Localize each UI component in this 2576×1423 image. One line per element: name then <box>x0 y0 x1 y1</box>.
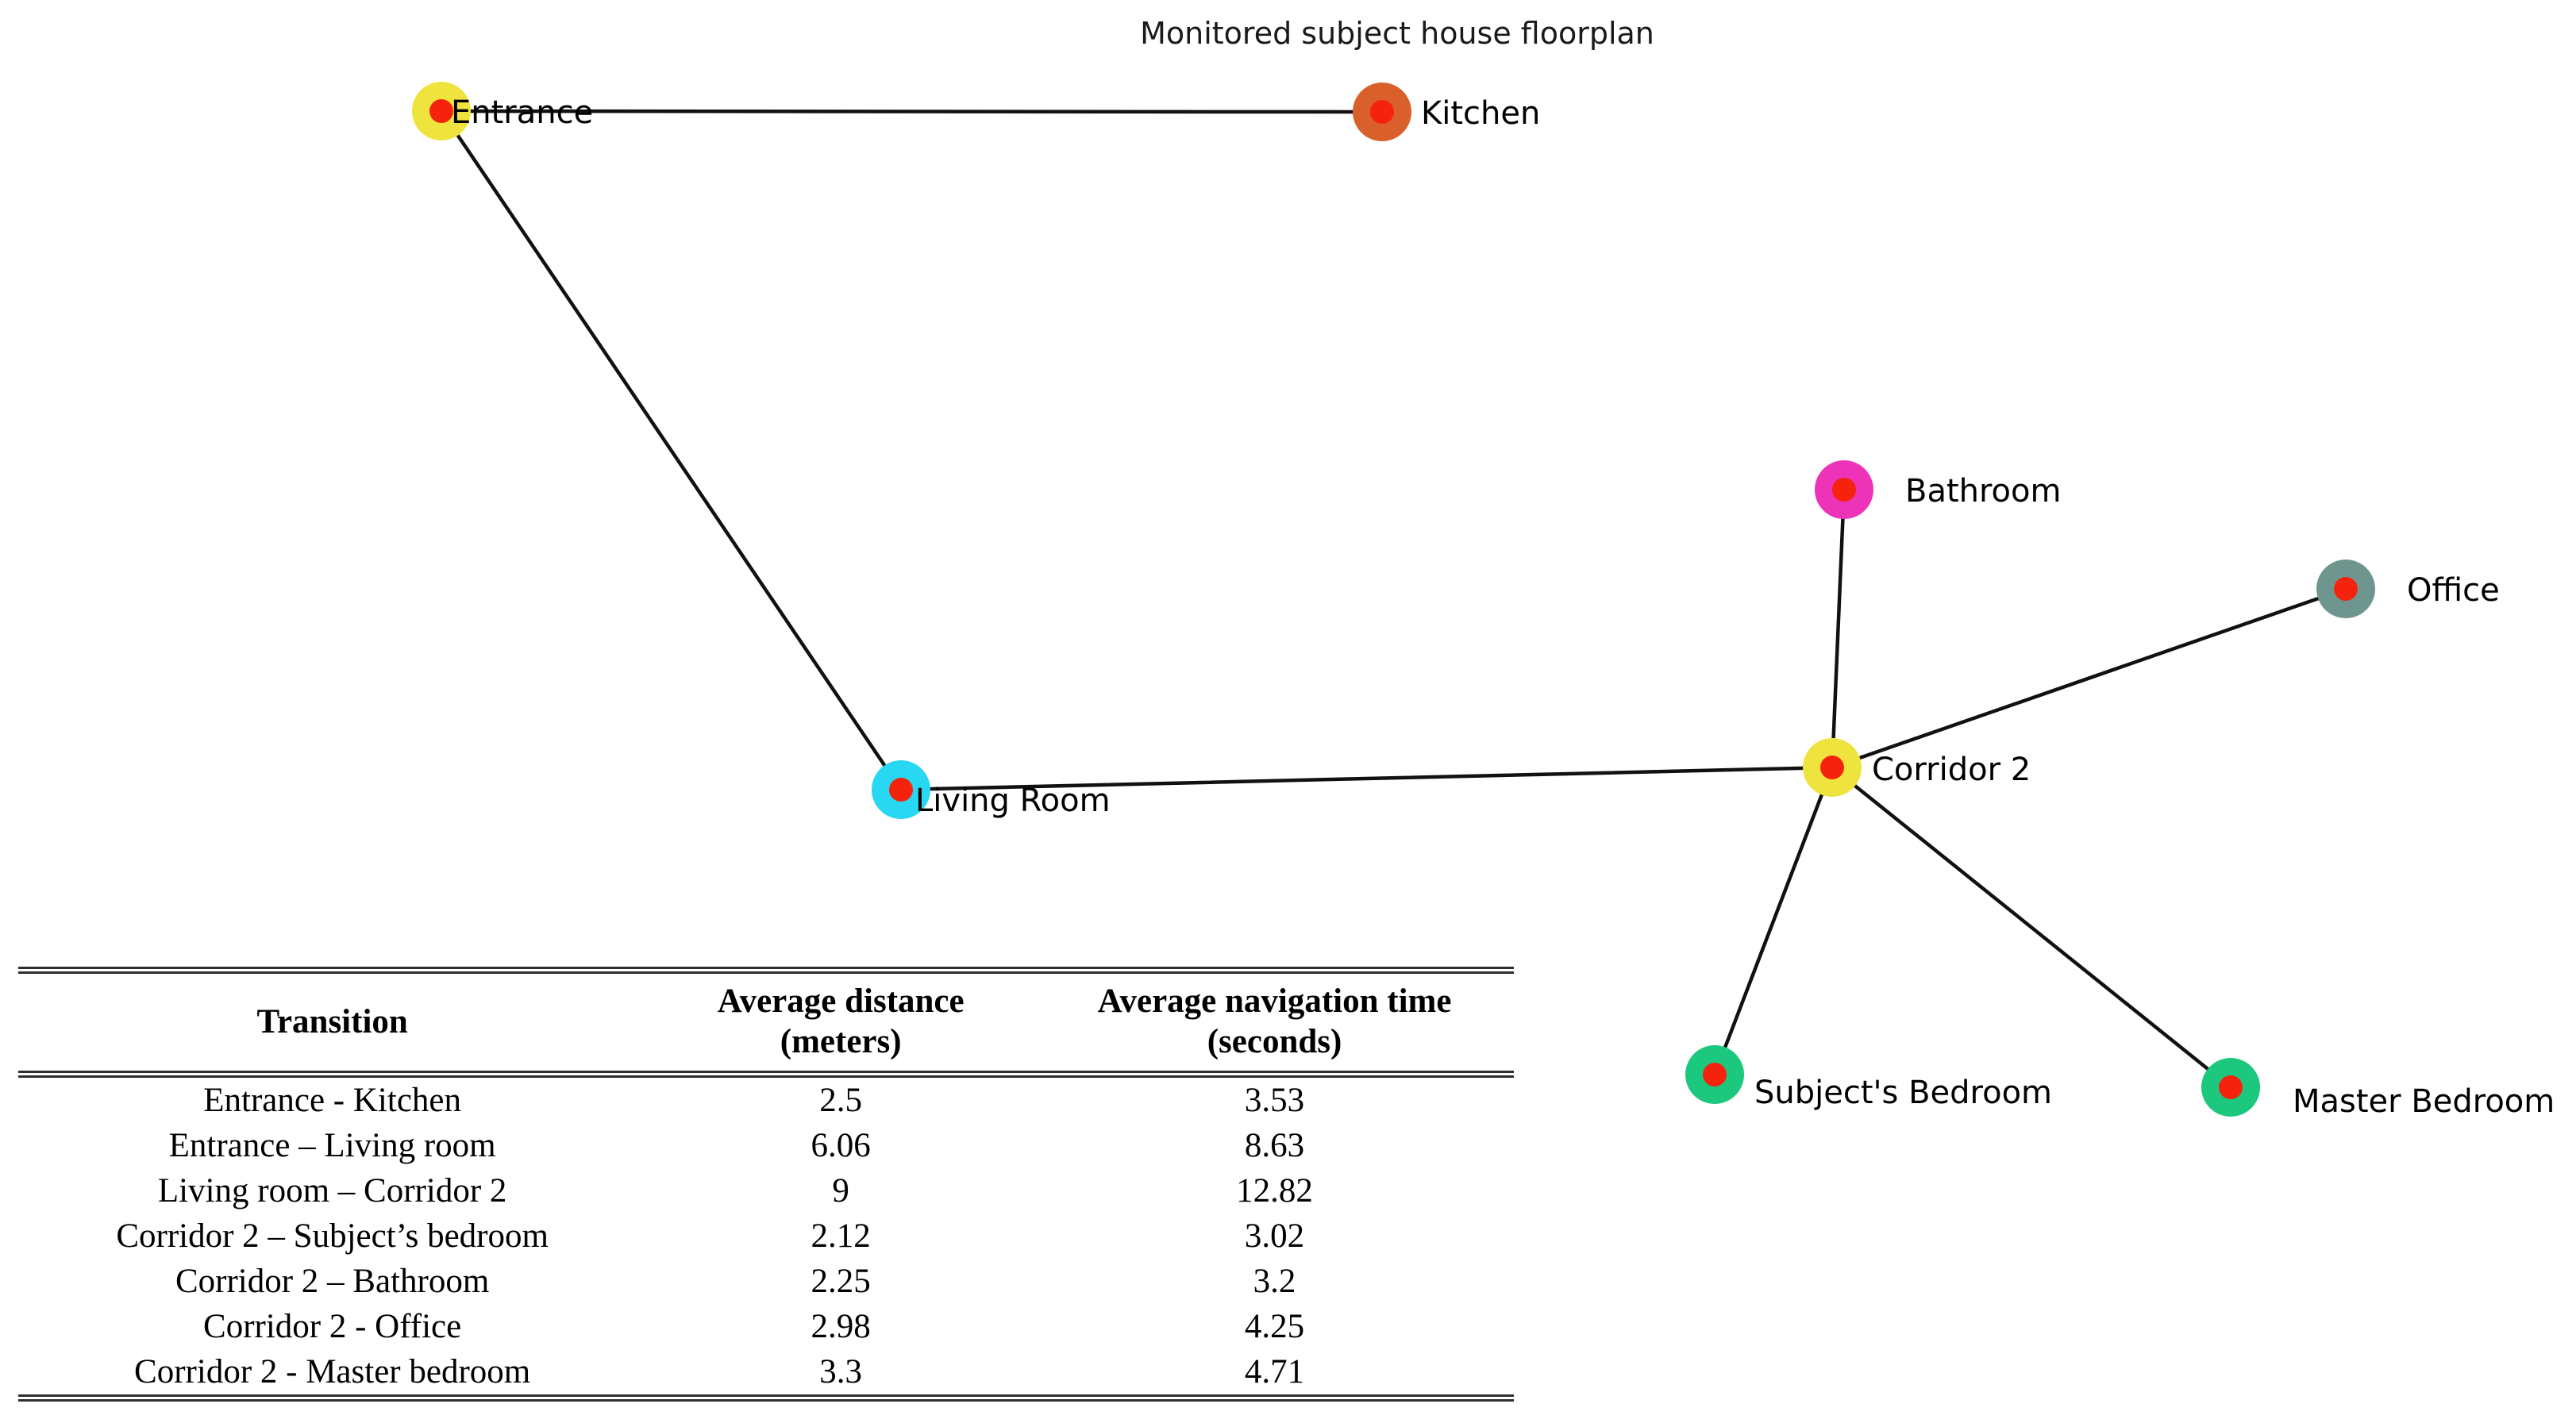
node-master-bedroom: Master Bedroom <box>2201 1058 2555 1120</box>
edge-corridor2-subjects-bedroom <box>1712 765 1835 1077</box>
figure-title: Monitored subject house floorplan <box>1140 16 1654 51</box>
edge-living-room-corridor2 <box>899 765 1835 792</box>
table-row: Corridor 2 – Subject’s bedroom 2.12 3.02 <box>18 1213 1514 1259</box>
node-living-room-label: Living Room <box>915 783 1111 819</box>
cell-distance: 2.12 <box>811 1217 871 1255</box>
node-office-marker-icon <box>2334 577 2358 601</box>
cell-transition: Corridor 2 – Subject’s bedroom <box>116 1217 549 1255</box>
cell-transition: Entrance – Living room <box>168 1127 496 1164</box>
node-kitchen-label: Kitchen <box>1421 95 1540 132</box>
transition-stats-table: Transition Average distance (meters) Ave… <box>18 967 1514 1402</box>
table-row: Entrance – Living room 6.06 8.63 <box>18 1123 1514 1168</box>
cell-transition: Corridor 2 – Bathroom <box>175 1263 490 1300</box>
table-row: Corridor 2 – Bathroom 2.25 3.2 <box>18 1259 1514 1304</box>
col-header-distance: Average distance (meters) <box>646 970 1036 1078</box>
node-bathroom-marker-icon <box>1832 478 1856 502</box>
cell-transition: Corridor 2 - Master bedroom <box>134 1353 531 1390</box>
cell-time: 3.53 <box>1244 1082 1305 1119</box>
node-office-label: Office <box>2407 572 2500 609</box>
cell-distance: 2.98 <box>811 1308 871 1345</box>
edge-corridor2-office <box>1830 587 2348 770</box>
cell-time: 4.25 <box>1244 1308 1305 1345</box>
cell-time: 8.63 <box>1244 1127 1305 1164</box>
node-kitchen: Kitchen <box>1353 83 1540 141</box>
cell-transition: Corridor 2 - Office <box>203 1308 462 1345</box>
node-subjects-bedroom: Subject's Bedroom <box>1685 1045 2052 1111</box>
table-header-row: Transition Average distance (meters) Ave… <box>18 970 1514 1078</box>
node-entrance: Entrance <box>412 82 593 140</box>
edge-entrance-kitchen <box>439 109 1384 114</box>
table-row: Corridor 2 - Office 2.98 4.25 <box>18 1304 1514 1349</box>
cell-distance: 6.06 <box>811 1127 871 1164</box>
cell-distance: 2.5 <box>819 1082 863 1119</box>
col-header-time: Average navigation time (seconds) <box>1035 970 1514 1078</box>
transition-table: Transition Average distance (meters) Ave… <box>18 967 1514 1402</box>
node-master-bedroom-label: Master Bedroom <box>2293 1083 2555 1120</box>
table-row: Corridor 2 - Master bedroom 3.3 4.71 <box>18 1349 1514 1398</box>
cell-distance: 3.3 <box>819 1353 863 1390</box>
table-row: Entrance - Kitchen 2.5 3.53 <box>18 1075 1514 1124</box>
edge-corridor2-master-bedroom <box>1830 765 2233 1090</box>
graph-edges <box>439 109 2348 1090</box>
cell-transition: Entrance - Kitchen <box>203 1082 461 1119</box>
cell-distance: 2.25 <box>811 1263 871 1300</box>
node-bathroom: Bathroom <box>1815 460 2061 519</box>
node-master-bedroom-marker-icon <box>2219 1075 2243 1099</box>
node-corridor2-label: Corridor 2 <box>1872 752 2031 788</box>
cell-transition: Living room – Corridor 2 <box>157 1172 507 1210</box>
node-entrance-marker-icon <box>429 99 453 123</box>
node-living-room-marker-icon <box>889 778 913 802</box>
table-row: Living room – Corridor 2 9 12.82 <box>18 1168 1514 1213</box>
cell-time: 4.71 <box>1244 1353 1305 1390</box>
node-kitchen-marker-icon <box>1370 100 1394 124</box>
cell-time: 12.82 <box>1236 1172 1313 1210</box>
node-entrance-label: Entrance <box>451 94 593 131</box>
cell-time: 3.02 <box>1244 1217 1305 1255</box>
edge-corridor2-bathroom <box>1830 487 1846 770</box>
node-corridor2: Corridor 2 <box>1803 738 2031 797</box>
node-subjects-bedroom-label: Subject's Bedroom <box>1754 1075 2052 1111</box>
node-office: Office <box>2316 560 2500 618</box>
col-header-transition: Transition <box>18 970 647 1078</box>
node-living-room: Living Room <box>872 760 1111 819</box>
node-subjects-bedroom-marker-icon <box>1703 1063 1727 1086</box>
node-bathroom-label: Bathroom <box>1905 473 2061 510</box>
node-corridor2-marker-icon <box>1820 756 1844 779</box>
edge-entrance-living-room <box>439 109 903 792</box>
cell-time: 3.2 <box>1253 1263 1296 1300</box>
cell-distance: 9 <box>832 1172 849 1210</box>
